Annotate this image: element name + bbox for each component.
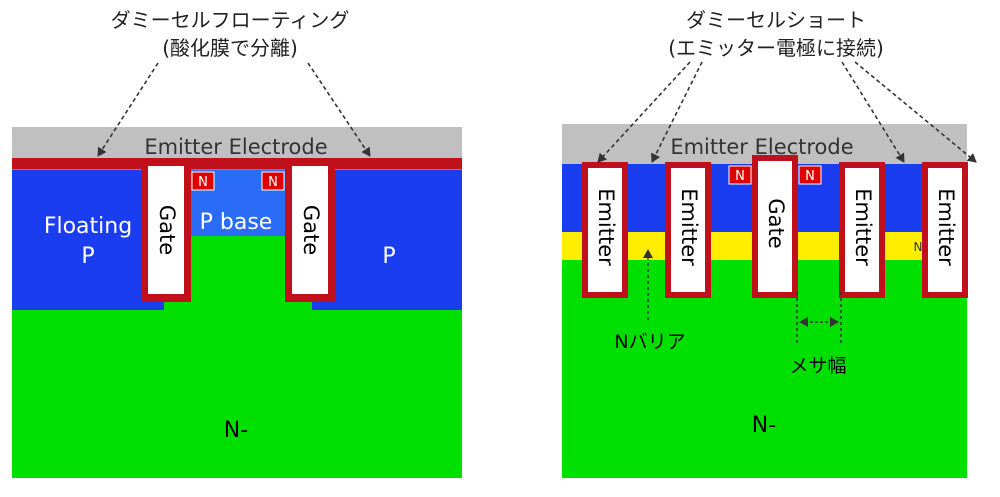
left-gate-1 (148, 166, 184, 294)
right-annotation-arrow-1 (597, 61, 691, 163)
left-electrode-label: Emitter Electrode (144, 135, 327, 159)
right-emitter-label-4: Emitter (851, 188, 875, 266)
left-emitter-electrode (12, 127, 462, 162)
right-gate-label: Gate (764, 198, 788, 248)
right-emitter-trench-5 (928, 168, 962, 292)
right-electrode-label: Emitter Electrode (670, 135, 853, 159)
left-floating-p-label-line2: P (81, 244, 94, 269)
left-n-plus-label-2: N (268, 175, 278, 190)
right-annotation-arrow-4 (854, 61, 977, 163)
right-n-plus-2 (798, 165, 822, 185)
left-annotation-arrow-1 (97, 62, 159, 157)
left-n-plus-1 (191, 171, 215, 191)
right-emitter-label-2: Emitter (677, 188, 701, 266)
left-annotation-line1: ダミーセルフローティング (111, 8, 350, 32)
left-top-oxide (12, 158, 462, 169)
left-p-base-label: P base (200, 210, 273, 235)
right-device: Emitter Emitter Gate Emitter Emitter Emitter… (562, 8, 977, 478)
right-n-barrier-edge-label: N (914, 240, 923, 254)
right-emitter-trench-4 (845, 168, 879, 292)
left-device: Emitter Electrode Floating P P base P Ga… (12, 8, 462, 478)
right-emitter-label-5: Emitter (934, 188, 958, 266)
right-annotation-arrow-2 (651, 61, 703, 163)
left-p-region (312, 170, 462, 310)
right-annotation-line2: (エミッター電極に接続) (668, 36, 884, 60)
right-n-plus-1 (728, 165, 752, 185)
right-emitter-trench-2 (671, 168, 705, 292)
left-p-label: P (382, 244, 395, 269)
right-annotation-arrow-3 (841, 61, 905, 163)
left-drift-label: N- (224, 418, 248, 443)
right-mesa-width-label: メサ幅 (789, 355, 846, 377)
left-floating-p-label-line1: Floating (44, 214, 132, 239)
left-annotation-line2: (酸化膜で分離) (162, 36, 298, 60)
right-gate-trench (758, 161, 792, 292)
right-trenches: Emitter Emitter Gate Emitter Emitter (582, 155, 968, 298)
left-floating-p-region (12, 170, 164, 310)
right-annotation-line1: ダミーセルショート (686, 8, 866, 32)
left-gate-2 (292, 166, 328, 294)
left-gate-label-1: Gate (155, 205, 179, 255)
left-n-plus-2 (261, 171, 285, 191)
right-n-plus-label-2: N (805, 169, 815, 184)
right-emitter-trench-1 (588, 168, 622, 292)
right-emitter-label-1: Emitter (594, 188, 618, 266)
left-n-plus-label-1: N (198, 175, 208, 190)
left-annotation-arrow-2 (307, 62, 371, 157)
right-n-barrier-label: Nバリア (614, 331, 685, 353)
right-drift-label: N- (752, 413, 776, 438)
left-gate-label-2: Gate (299, 205, 323, 255)
right-n-plus-label-1: N (735, 169, 745, 184)
